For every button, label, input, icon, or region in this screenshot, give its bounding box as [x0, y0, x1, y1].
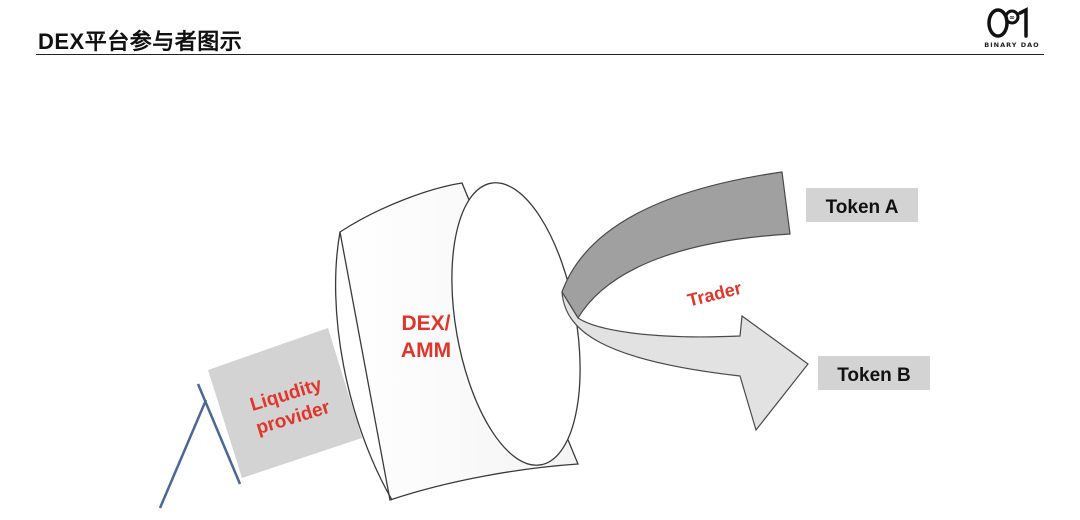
header-divider — [36, 54, 1044, 55]
trader-arrow — [561, 171, 809, 432]
token-a-label: Token A — [826, 197, 899, 218]
trader-label: Trader — [685, 278, 743, 311]
dex-label-line1: DEX/ — [401, 312, 450, 335]
token-b-label: Token B — [837, 365, 911, 386]
dex-label-line2: AMM — [401, 339, 451, 362]
logo-icon: ∞ — [987, 7, 1028, 38]
svg-text:∞: ∞ — [1009, 14, 1015, 22]
dex-amm-label: DEX/ AMM — [401, 312, 451, 362]
binary-dao-logo: ∞ BINARY DAO — [980, 4, 1044, 54]
stick-shape — [158, 383, 242, 509]
page-title: DEX平台参与者图示 — [38, 29, 243, 54]
token-a-box: Token A — [806, 188, 918, 222]
liquidity-provider-box — [208, 328, 362, 478]
token-b-box: Token B — [818, 356, 930, 390]
dex-amm-cylinder — [335, 182, 581, 501]
logo-caption: BINARY DAO — [984, 41, 1040, 49]
